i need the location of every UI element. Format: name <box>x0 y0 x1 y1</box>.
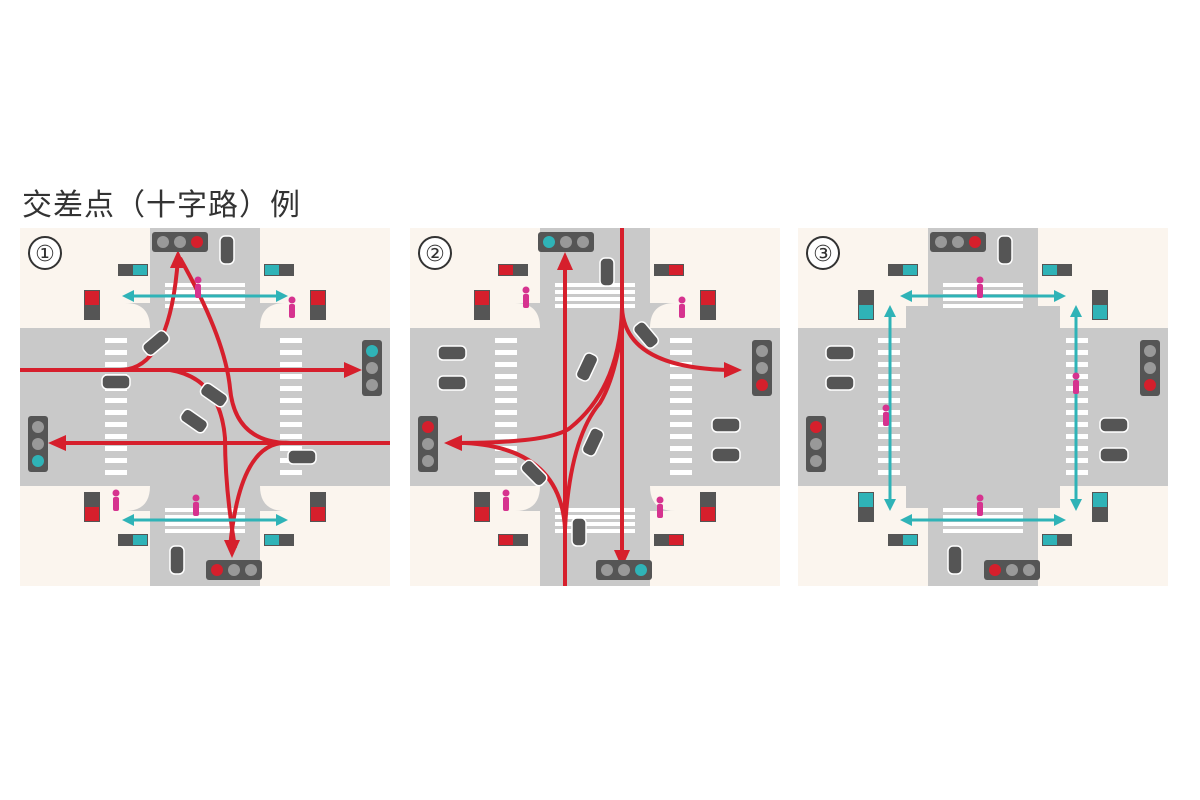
diagram-title: 交差点（十字路）例 <box>22 188 301 223</box>
panel-1: ① <box>20 228 390 586</box>
panel-number: ① <box>28 236 62 270</box>
intersection-diagram <box>798 228 1168 586</box>
intersection-diagram <box>410 228 780 586</box>
intersection-diagram <box>20 228 390 586</box>
panel-number: ② <box>418 236 452 270</box>
panel-number: ③ <box>806 236 840 270</box>
panel-2: ② <box>410 228 780 586</box>
panel-3: ③ <box>798 228 1168 586</box>
